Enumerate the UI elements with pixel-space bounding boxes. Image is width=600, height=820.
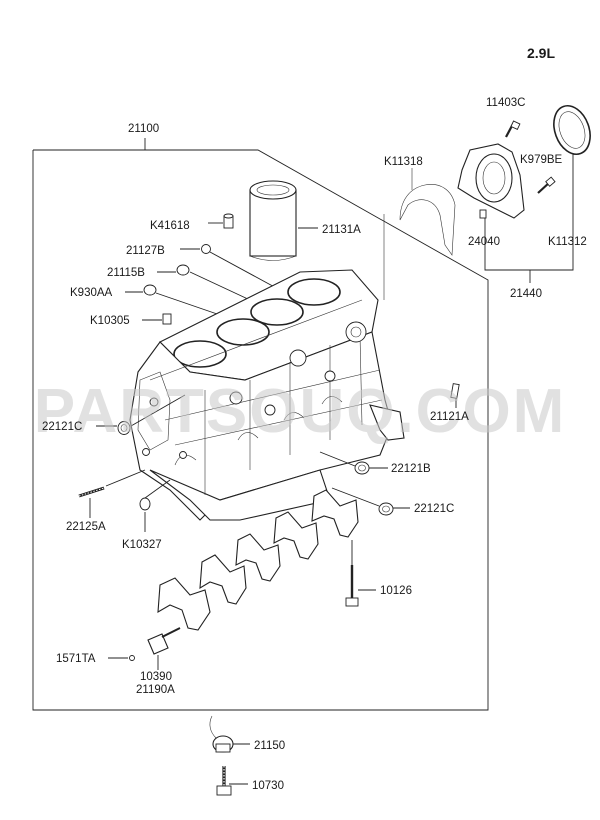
oil-seal-ring[interactable] xyxy=(547,101,596,160)
label-21100[interactable]: 21100 xyxy=(128,123,159,135)
label-K11312[interactable]: K11312 xyxy=(548,236,587,248)
bolt-1571TA[interactable] xyxy=(129,655,135,661)
plug-22121B[interactable] xyxy=(354,461,370,475)
label-22121C-left[interactable]: 22121C xyxy=(42,421,82,433)
label-10126[interactable]: 10126 xyxy=(380,585,412,597)
leader-21127B-block xyxy=(209,251,281,291)
plug-21121A[interactable] xyxy=(450,383,460,399)
leader-22121C-left-block xyxy=(130,394,186,427)
rear-seal-retainer[interactable] xyxy=(457,143,525,219)
plug-K930AA[interactable] xyxy=(143,284,157,296)
label-21131A[interactable]: 21131A xyxy=(322,224,361,236)
label-K41618[interactable]: K41618 xyxy=(150,220,190,232)
leader-22121B-block xyxy=(319,451,356,467)
oil-jet-10390[interactable] xyxy=(147,627,181,655)
main-bearing-cap-4[interactable] xyxy=(273,511,319,560)
label-21440[interactable]: 21440 xyxy=(510,288,542,300)
label-1571TA[interactable]: 1571TA xyxy=(56,653,96,665)
label-10390[interactable]: 10390 xyxy=(140,671,172,683)
assembly-frame xyxy=(32,149,489,711)
cylinder-block[interactable] xyxy=(129,269,405,521)
label-22125A[interactable]: 22125A xyxy=(66,521,106,533)
label-10730[interactable]: 10730 xyxy=(252,780,284,792)
engine-size-label: 2.9L xyxy=(527,45,555,61)
drain-bolt-10730[interactable] xyxy=(216,766,232,796)
main-bearing-cap-5[interactable] xyxy=(311,489,359,538)
dowel-24040[interactable] xyxy=(479,209,487,219)
stud-bolt-22125A[interactable] xyxy=(78,486,105,498)
plug-21115B[interactable] xyxy=(176,264,190,276)
leader-21115B-block xyxy=(189,271,251,301)
label-K930AA[interactable]: K930AA xyxy=(70,287,113,299)
label-K11318[interactable]: K11318 xyxy=(384,156,423,168)
label-21121A[interactable]: 21121A xyxy=(430,411,469,423)
leader-K10327-block xyxy=(144,479,171,499)
bolt-11403C[interactable] xyxy=(505,120,521,138)
leader-K930AA-block xyxy=(155,292,221,316)
plug-22121C-right[interactable] xyxy=(378,502,394,516)
bolt-K979BE[interactable] xyxy=(537,176,556,194)
label-21115B[interactable]: 21115B xyxy=(107,267,145,279)
leader-22121C-right-block xyxy=(331,487,380,507)
dowel-K10327[interactable] xyxy=(139,497,151,511)
label-K10327[interactable]: K10327 xyxy=(122,539,162,551)
label-21150[interactable]: 21150 xyxy=(254,740,285,752)
label-22121B[interactable]: 22121B xyxy=(391,463,431,475)
label-21127B[interactable]: 21127B xyxy=(126,245,165,257)
cap-bolt-10126[interactable] xyxy=(345,565,359,607)
label-22121C-right[interactable]: 22121C xyxy=(414,503,454,515)
main-bearing-cap-3[interactable] xyxy=(235,533,281,582)
gasket-K11318[interactable] xyxy=(399,184,456,256)
plug-22121C-left[interactable] xyxy=(117,421,131,435)
plug-21127B[interactable] xyxy=(201,244,211,254)
watermark: PARTSOUQ.COM xyxy=(34,377,567,446)
cylinder-liner[interactable] xyxy=(249,180,297,261)
label-K10305[interactable]: K10305 xyxy=(90,315,130,327)
label-21190A[interactable]: 21190A xyxy=(136,684,175,696)
label-11403C[interactable]: 11403C xyxy=(486,97,525,109)
label-24040[interactable]: 24040 xyxy=(468,236,500,248)
main-bearing-cap-1[interactable] xyxy=(157,577,211,631)
main-bearing-cap-2[interactable] xyxy=(199,554,247,605)
oil-pressure-sensor-21150[interactable] xyxy=(209,715,234,753)
dowel-K41618[interactable] xyxy=(223,213,234,229)
dowel-K10305[interactable] xyxy=(162,313,172,325)
leader-22125A-block xyxy=(105,469,146,487)
group-bracket-21440 xyxy=(484,248,574,271)
label-K979BE[interactable]: K979BE xyxy=(520,154,563,166)
